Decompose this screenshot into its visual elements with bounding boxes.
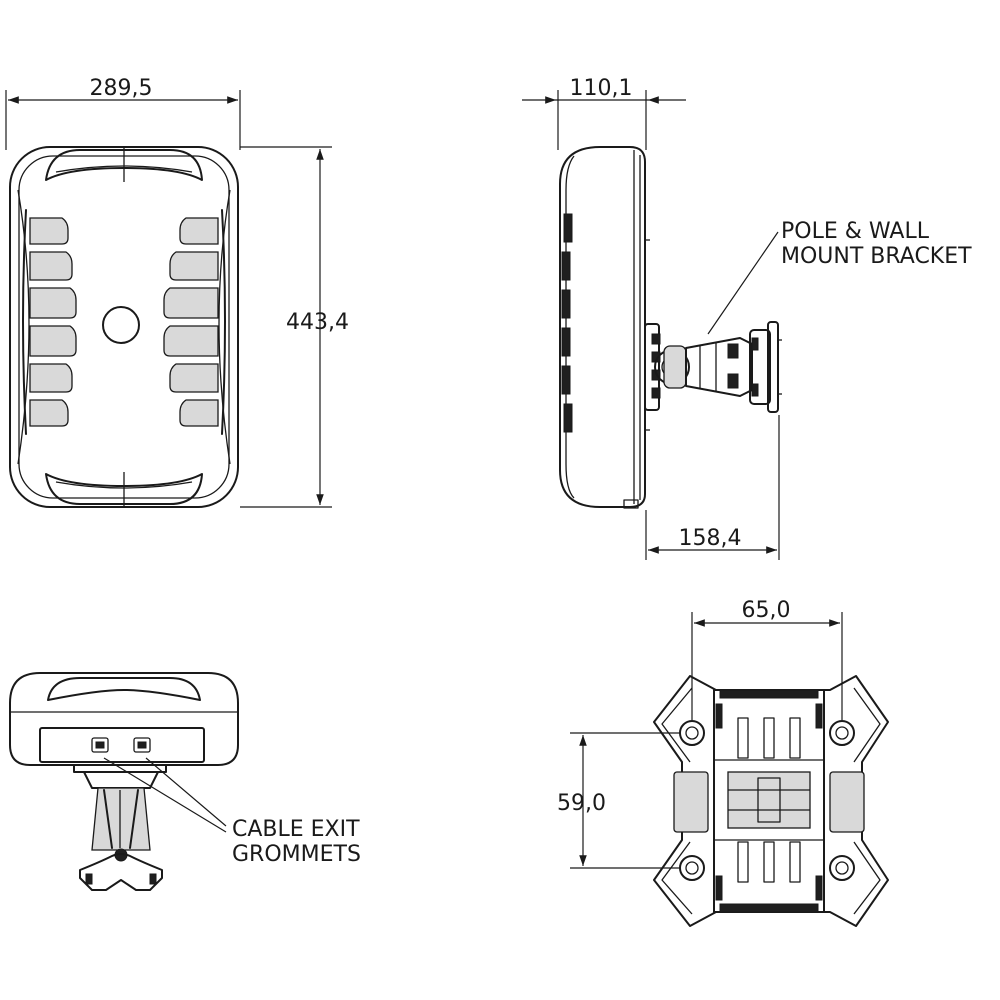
dim-front-height: 443,4 xyxy=(240,146,349,508)
front-left-slots xyxy=(22,209,77,435)
side-slots xyxy=(561,213,573,433)
callout-bracket-line2: MOUNT BRACKET xyxy=(781,244,972,269)
callout-cable-line1: CABLE EXIT xyxy=(232,817,360,842)
dim-label-bracket-depth: 158,4 xyxy=(679,526,742,551)
dim-plate-height: 59,0 xyxy=(557,732,680,869)
dim-label-plate-height: 59,0 xyxy=(557,791,606,816)
callout-bracket: POLE & WALL MOUNT BRACKET xyxy=(707,219,972,335)
front-right-slots xyxy=(163,209,226,435)
center-lens xyxy=(102,306,140,344)
pole-wall-mount-bracket xyxy=(644,321,782,413)
front-view xyxy=(9,146,239,508)
dim-bracket-depth: 158,4 xyxy=(645,415,780,560)
bolt-hole-bottom-right xyxy=(829,855,855,881)
dim-label-front-width: 289,5 xyxy=(90,76,153,101)
dim-side-depth: 110,1 xyxy=(522,76,686,150)
dim-front-width: 289,5 xyxy=(5,76,241,150)
callout-bracket-line1: POLE & WALL xyxy=(781,219,930,244)
dim-label-plate-width: 65,0 xyxy=(742,598,791,623)
dim-plate-width: 65,0 xyxy=(691,598,843,720)
dim-label-side-depth: 110,1 xyxy=(570,76,633,101)
back-plate xyxy=(39,727,205,763)
side-view xyxy=(559,146,650,509)
mount-plate-view xyxy=(653,675,889,927)
callout-cable: CABLE EXIT GROMMETS xyxy=(103,757,361,867)
plate-ribs xyxy=(727,717,811,883)
bolt-hole-top-right xyxy=(829,720,855,746)
dim-label-front-height: 443,4 xyxy=(286,310,349,335)
cable-grommet-left xyxy=(91,737,109,753)
cable-grommet-right xyxy=(133,737,151,753)
bottom-view xyxy=(9,672,239,891)
bolt-hole-top-left xyxy=(679,720,705,746)
callout-cable-line2: GROMMETS xyxy=(232,842,361,867)
bolt-hole-bottom-left xyxy=(679,855,705,881)
